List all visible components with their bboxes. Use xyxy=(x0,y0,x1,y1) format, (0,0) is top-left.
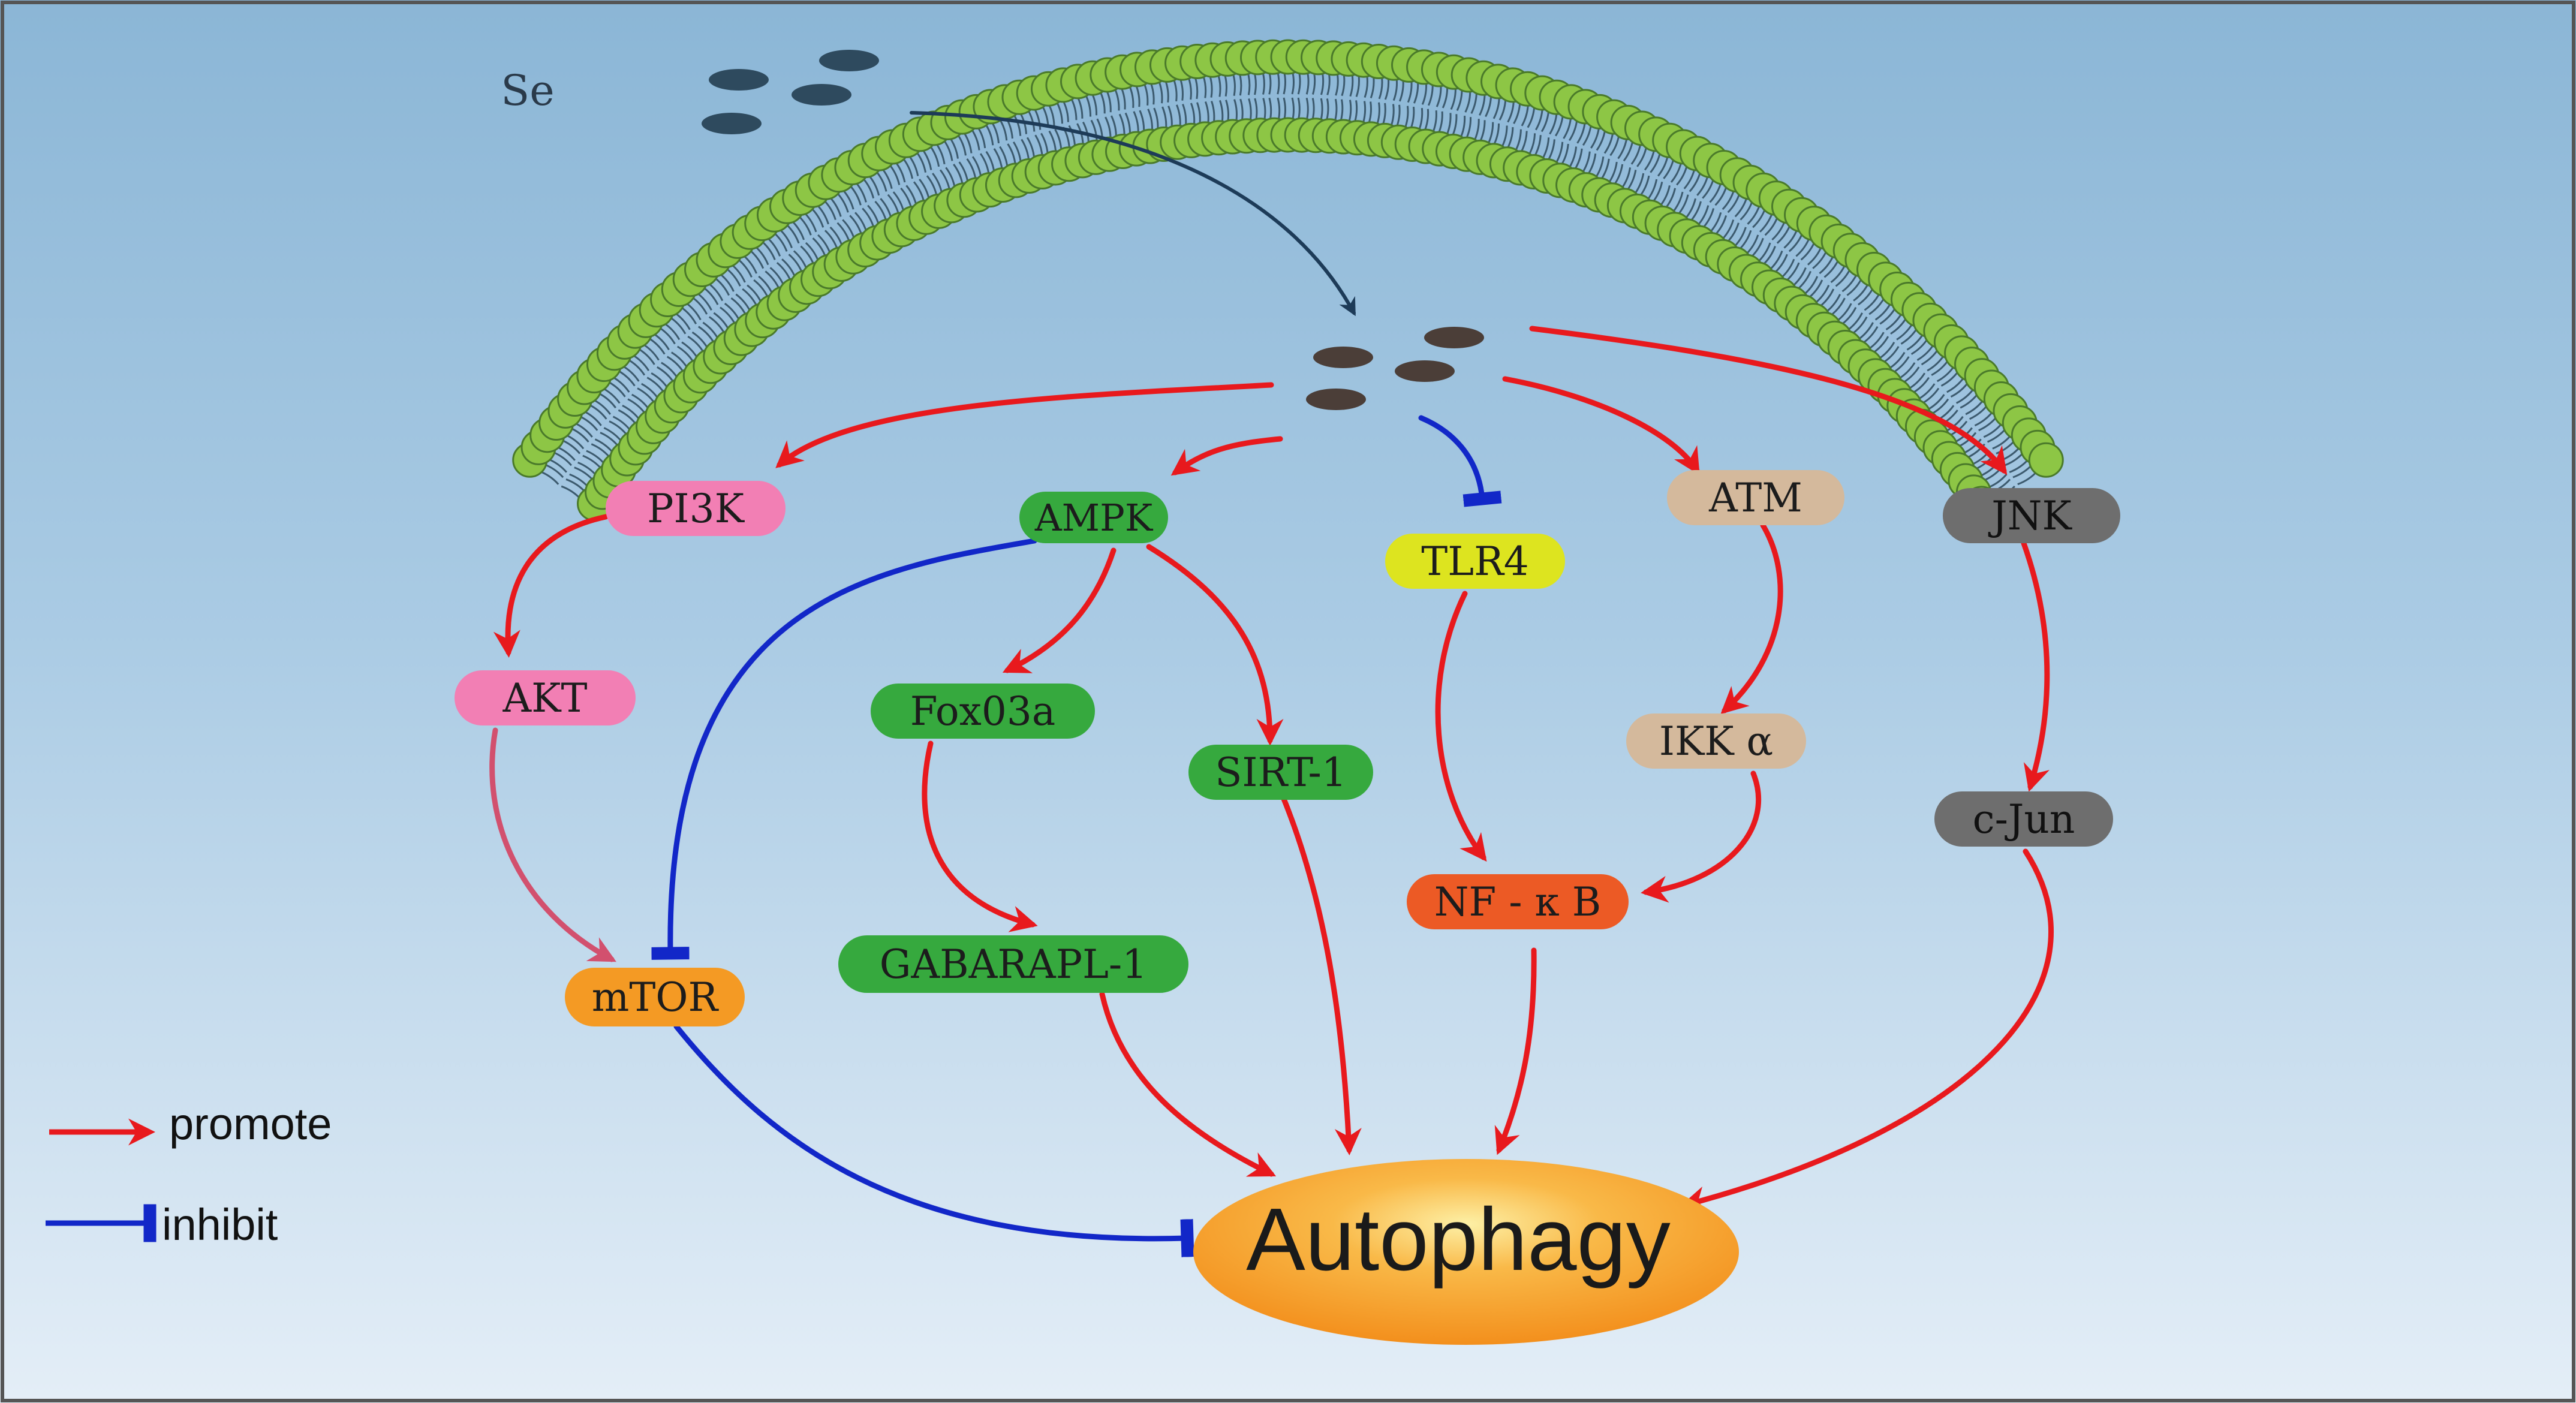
node-nfkb-label: NF - κ B xyxy=(1434,879,1602,925)
node-akt-box xyxy=(455,670,636,725)
autophagy-label: Autophagy xyxy=(1246,1190,1671,1289)
se-label: Se xyxy=(501,66,554,115)
se-particles-inside xyxy=(1306,327,1484,410)
node-akt: AKT xyxy=(455,670,636,725)
se-particles-outside xyxy=(702,50,879,134)
node-foxo3a: Fox03a xyxy=(871,684,1095,739)
legend-promote-label: promote xyxy=(169,1099,332,1149)
legend: promote inhibit xyxy=(46,1099,332,1250)
edge-se-atm xyxy=(1502,376,1700,475)
node-cjun: c-Jun xyxy=(1934,791,2113,847)
node-ikka-box xyxy=(1626,713,1806,769)
edge-mtor-autophagy xyxy=(673,1023,1194,1257)
se-particle xyxy=(819,50,879,71)
node-ikka: IKK α xyxy=(1626,713,1806,769)
node-jnk-box xyxy=(1943,488,2120,543)
edge-ampk-foxo3a xyxy=(1002,547,1117,673)
se-particle xyxy=(1313,347,1373,368)
node-pi3k: PI3K xyxy=(606,481,786,536)
node-cjun-label: c-Jun xyxy=(1973,796,2075,842)
lipid-head xyxy=(2028,442,2064,478)
edge-se-jnk xyxy=(1529,326,2008,475)
autophagy-ellipse xyxy=(1193,1159,1739,1345)
se-particle xyxy=(1306,389,1366,410)
edge-ampk-mtor xyxy=(651,538,1037,960)
edge-akt-mtor xyxy=(489,727,616,962)
node-mtor-box xyxy=(565,968,745,1026)
node-gabarapl1-label: GABARAPL-1 xyxy=(880,941,1147,987)
node-nfkb: NF - κ B xyxy=(1407,874,1629,929)
node-gabarapl1-box xyxy=(838,935,1188,993)
node-sirt1-box xyxy=(1188,745,1373,800)
node-jnk: JNK xyxy=(1943,488,2120,543)
node-sirt1: SIRT-1 xyxy=(1188,745,1373,800)
node-foxo3a-label: Fox03a xyxy=(910,688,1055,734)
node-ampk: AMPK xyxy=(1019,492,1168,543)
node-jnk-label: JNK xyxy=(1988,493,2072,539)
edge-ampk-sirt1 xyxy=(1146,544,1284,746)
node-ampk-box xyxy=(1019,492,1168,543)
node-foxo3a-box xyxy=(871,684,1095,739)
edge-se-entry xyxy=(910,111,1356,317)
se-particle xyxy=(1395,360,1455,382)
se-particle xyxy=(792,84,851,106)
node-atm: ATM xyxy=(1667,470,1844,525)
edge-foxo3a-gabarapl1 xyxy=(922,740,1038,932)
node-nfkb-box xyxy=(1407,874,1629,929)
edge-cjun-autophagy xyxy=(1680,848,2054,1213)
node-pi3k-box xyxy=(606,481,786,536)
node-tlr4: TLR4 xyxy=(1385,534,1565,589)
edges xyxy=(489,111,2054,1257)
edge-tlr4-nfkb xyxy=(1435,591,1487,862)
edge-ikka-nfkb xyxy=(1641,770,1762,903)
se-particle xyxy=(1424,327,1484,348)
node-gabarapl1: GABARAPL-1 xyxy=(838,935,1188,993)
node-atm-box xyxy=(1667,470,1844,525)
edge-pi3k-akt xyxy=(493,514,609,658)
node-ampk-label: AMPK xyxy=(1034,496,1154,540)
edge-nfkb-autophagy xyxy=(1494,947,1537,1155)
node-cjun-box xyxy=(1934,791,2113,847)
node-mtor-label: mTOR xyxy=(592,974,720,1020)
node-sirt1-label: SIRT-1 xyxy=(1215,749,1347,796)
se-particle xyxy=(709,69,769,91)
edge-atm-ikka xyxy=(1720,522,1783,715)
nodes: PI3K AKT mTOR AMPK Fox03a GABARAPL-1 SIR… xyxy=(455,470,2120,1026)
node-ikka-label: IKK α xyxy=(1659,718,1773,764)
edge-jnk-cjun xyxy=(2021,540,2050,792)
node-tlr4-label: TLR4 xyxy=(1421,538,1529,585)
node-atm-label: ATM xyxy=(1708,475,1802,521)
edge-se-ampk xyxy=(1170,436,1283,476)
edge-gabarapl1-autophagy xyxy=(1099,991,1277,1177)
node-pi3k-label: PI3K xyxy=(647,486,745,532)
legend-inhibit-label: inhibit xyxy=(162,1200,278,1250)
edge-se-pi3k xyxy=(775,382,1274,468)
node-mtor: mTOR xyxy=(565,968,745,1026)
node-akt-label: AKT xyxy=(502,675,588,721)
node-tlr4-box xyxy=(1385,534,1565,589)
edge-se-tlr4 xyxy=(1418,415,1502,507)
edge-sirt1-autophagy xyxy=(1279,791,1362,1155)
node-autophagy: Autophagy xyxy=(1193,1159,1739,1345)
se-particle xyxy=(702,113,762,134)
